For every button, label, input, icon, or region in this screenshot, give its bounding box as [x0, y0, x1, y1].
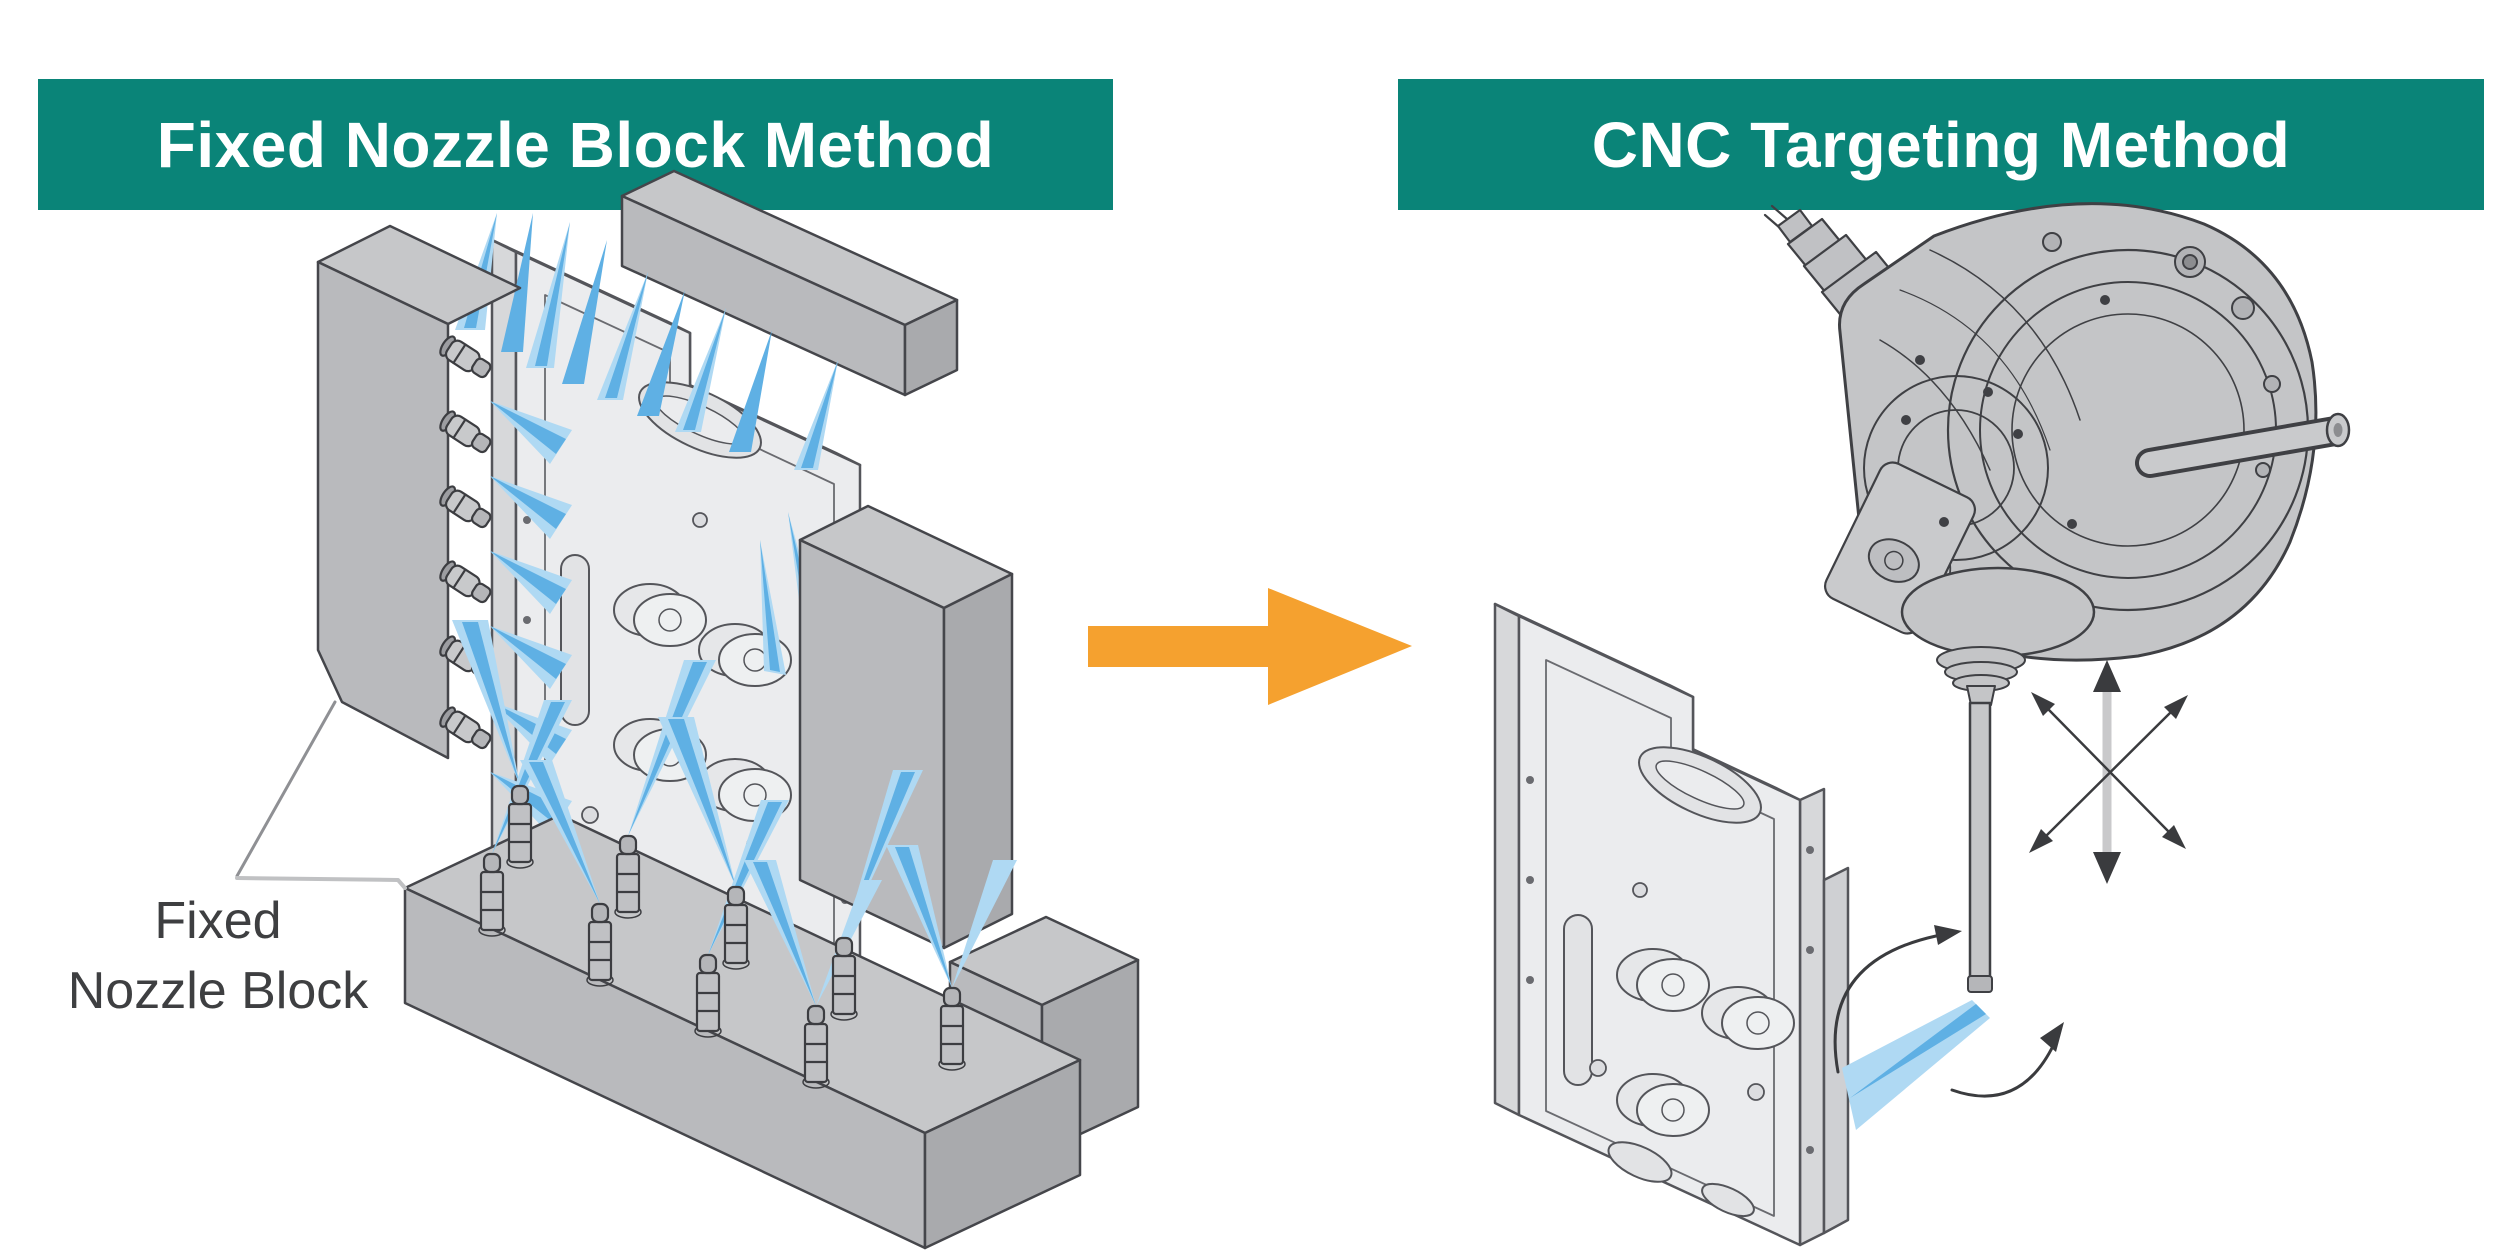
top-fixed-nozzle-block [620, 169, 959, 397]
rotation-arrows-icon [1833, 925, 2064, 1098]
boss-cylinders [1616, 948, 1795, 1137]
fixed-nozzles-bottom [478, 784, 966, 1089]
transition-arrow-icon [1088, 588, 1412, 705]
bottom-fixed-nozzle-block [403, 620, 1140, 1250]
side-rod [2135, 412, 2351, 478]
left-nozzles-and-jets [439, 335, 572, 835]
left-panel-title: Fixed Nozzle Block Method [156, 108, 995, 181]
left-fixed-nozzle-block [316, 224, 522, 760]
right-panel-title: CNC Targeting Method [1591, 108, 2291, 181]
fixed-nozzle-block-label: Fixed Nozzle Block [18, 886, 418, 1026]
leader-lines [235, 700, 407, 890]
bolt-heads [2042, 232, 2281, 478]
left-header-bar [38, 79, 1113, 210]
fixed-nozzle-block-label-line1: Fixed [154, 892, 282, 950]
nozzle-tube [1900, 566, 2096, 993]
targeted-spray-jet [1842, 1000, 1990, 1130]
motion-directions-icon [2029, 660, 2188, 884]
right-header-bar [1398, 79, 2484, 210]
right-illustration [1493, 202, 2351, 1247]
fixed-nozzle-block-label-line2: Nozzle Block [67, 962, 369, 1021]
fixed-nozzles-left [439, 335, 492, 750]
left-illustration [235, 169, 1140, 1250]
workpiece-right [1493, 602, 1850, 1247]
cnc-spindle-head [1763, 202, 2351, 993]
